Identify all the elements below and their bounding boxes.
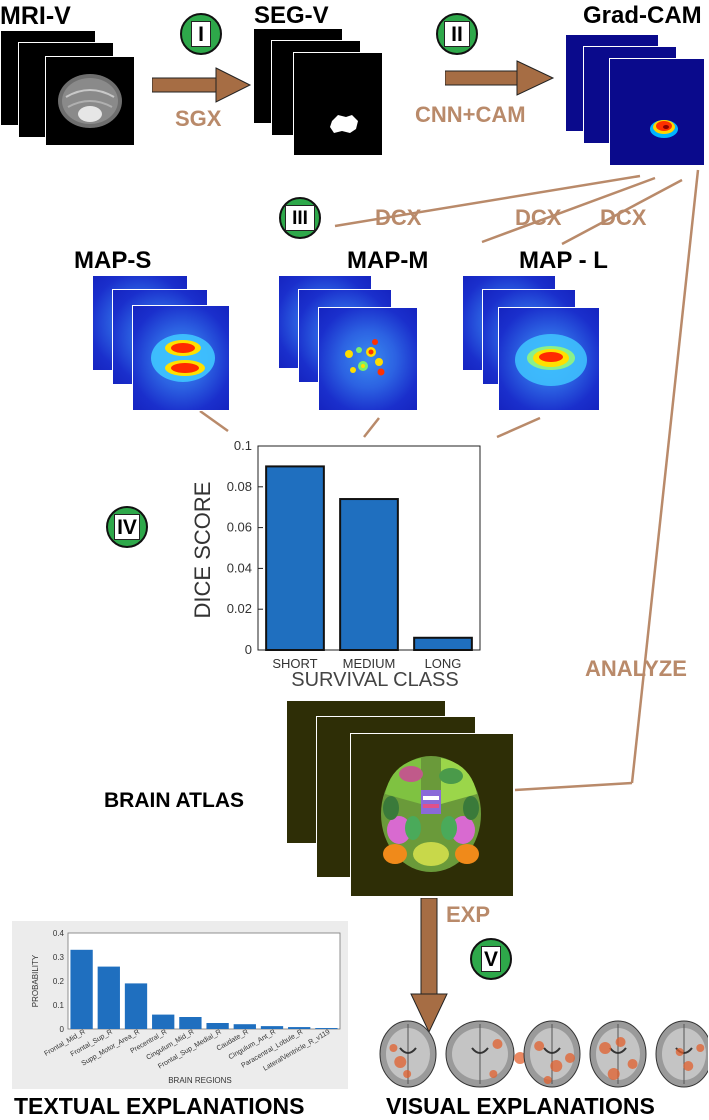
region-bar-precentral-r: [152, 1014, 175, 1029]
dice-y-tick-label: 0.02: [227, 601, 252, 616]
region-y-tick-label: 0.3: [53, 953, 65, 962]
mri-brain-image: [58, 74, 122, 128]
seg-v-label: SEG-V: [254, 2, 329, 29]
map-l-stack: [462, 275, 602, 412]
map-s-slice-front: [132, 305, 230, 411]
brain-atlas-image: [381, 756, 481, 872]
dcx-label-long: DCX: [600, 205, 647, 230]
dice-x-tick-label: SHORT: [272, 656, 317, 671]
dice-y-tick-label: 0.06: [227, 520, 252, 535]
atlas-slice-front: [350, 733, 514, 897]
region-bar-frontal-sup-medial-r: [206, 1023, 229, 1029]
analyze-label: ANALYZE: [585, 656, 687, 681]
dcx-label-small: DCX: [375, 205, 422, 230]
dice-chart-xlabel: SURVIVAL CLASS: [291, 669, 458, 691]
dice-bar-medium: [339, 498, 399, 652]
brain-region-probability-chart: PROBABILITY BRAIN REGIONS 00.10.20.30.4 …: [31, 929, 341, 1085]
dice-bar-short: [265, 465, 325, 652]
cnn-cam-arrow: [445, 60, 555, 96]
brain-atlas-stack: [286, 700, 516, 897]
dice-y-tick-label: 0: [245, 642, 252, 657]
sgx-arrow: [152, 67, 252, 103]
dcx-label-medium: DCX: [515, 205, 562, 230]
region-y-tick-label: 0.1: [53, 1001, 65, 1010]
region-chart-xlabel: BRAIN REGIONS: [168, 1076, 232, 1085]
visual-brain-slice-4: [589, 1020, 647, 1088]
region-y-tick-label: 0.2: [53, 977, 65, 986]
region-bar-lateralventricle-r-v119: [315, 1028, 338, 1029]
dice-score-chart: DICE SCORE SURVIVAL CLASS 0 0.02 0.04 0.06 0…: [190, 438, 481, 691]
step-v-badge: V: [470, 938, 512, 980]
brain-atlas-label: BRAIN ATLAS: [104, 789, 244, 812]
dice-x-tick-label: LONG: [425, 656, 462, 671]
visual-brain-slice-2: [445, 1020, 527, 1088]
region-bar-caudate-r: [233, 1024, 256, 1029]
step-ii-badge: II: [436, 13, 478, 55]
visual-brain-slice-1: [379, 1020, 437, 1088]
mri-v-label: MRI-V: [0, 2, 71, 30]
map-m-heatmap: [345, 339, 385, 376]
visual-brain-slice-3: [523, 1020, 581, 1088]
map-s-label: MAP-S: [74, 247, 152, 274]
region-bar-supp-motor-area-r: [124, 983, 148, 1029]
segmentation-mask: [330, 115, 358, 133]
step-iv-badge: IV: [106, 506, 148, 548]
map-s-heatmap: [151, 334, 215, 382]
region-y-tick-label: 0: [60, 1025, 65, 1034]
cam-slice-front: [609, 58, 705, 166]
map-s-stack: [92, 275, 232, 412]
cnn-cam-label: CNN+CAM: [415, 102, 526, 127]
dice-y-tick-label: 0.08: [227, 479, 252, 494]
sgx-label: SGX: [175, 106, 222, 131]
region-bar-frontal-mid-r: [70, 949, 93, 1029]
dice-y-tick-label: 0.04: [227, 560, 252, 575]
region-y-tick-label: 0.4: [53, 929, 65, 938]
step-iii-badge: III: [279, 197, 321, 239]
textual-explanations-label: TEXTUAL EXPLANATIONS: [14, 1093, 305, 1119]
dice-x-tick-label: MEDIUM: [343, 656, 396, 671]
dice-chart-ylabel: DICE SCORE: [190, 482, 215, 619]
step-i-badge: I: [180, 13, 222, 55]
mri-slice-front: [45, 56, 135, 146]
map-m-label: MAP-M: [347, 247, 429, 274]
region-bar-cingulum-ant-r: [260, 1026, 284, 1029]
grad-cam-label: Grad-CAM: [583, 2, 702, 29]
segmentation-volume-stack: [253, 28, 383, 156]
mri-volume-stack: [0, 30, 135, 160]
visual-explanation-brains: [379, 1020, 709, 1088]
map-l-slice-front: [498, 307, 600, 411]
map-m-stack: [278, 275, 418, 411]
dice-bar-long: [413, 636, 473, 651]
region-chart-ylabel: PROBABILITY: [31, 954, 40, 1007]
region-bar-frontal-sup-r: [97, 966, 120, 1029]
grad-cam-heatmap: [650, 120, 678, 138]
map-m-slice-front: [318, 307, 418, 411]
region-bar-cingulum-mid-r: [179, 1017, 202, 1029]
grad-cam-stack: [565, 34, 705, 166]
exp-label: EXP: [446, 902, 491, 927]
region-bar-paracentral-lobule-r: [288, 1027, 311, 1029]
visual-explanations-strip: [378, 1018, 709, 1090]
visual-brain-slice-5: [655, 1020, 709, 1088]
map-l-heatmap: [515, 334, 587, 386]
map-l-label: MAP - L: [519, 247, 608, 274]
dice-y-tick-label: 0.1: [234, 438, 252, 453]
visual-explanations-label: VISUAL EXPLANATIONS: [386, 1093, 655, 1119]
exp-arrow: [410, 898, 448, 1034]
seg-slice-front: [293, 52, 383, 156]
